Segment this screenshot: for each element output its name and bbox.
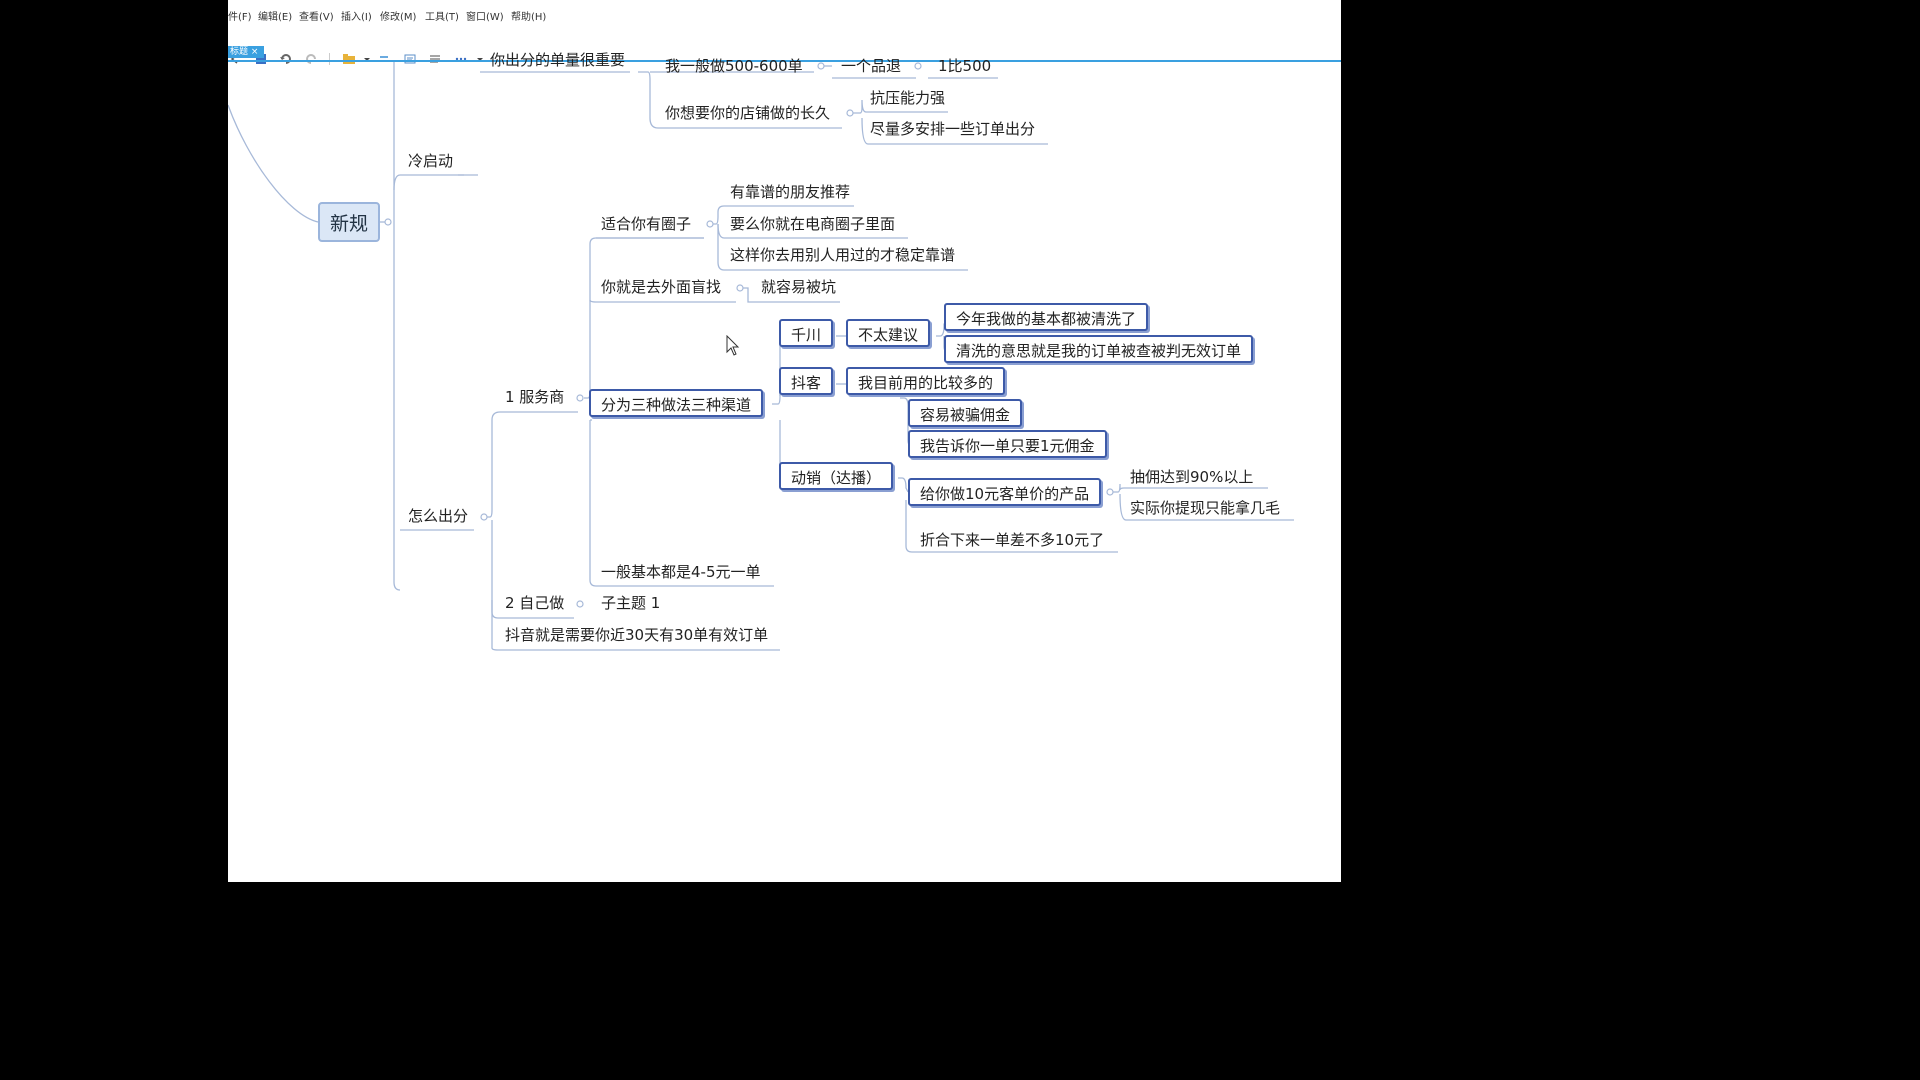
topic-commission-90[interactable]: 抽佣达到90%以上 bbox=[1130, 468, 1254, 486]
mouse-cursor-icon bbox=[726, 335, 740, 356]
menu-item[interactable]: 件(F) bbox=[228, 12, 252, 23]
topic-dongxiao[interactable]: 动销（达播） bbox=[779, 462, 894, 490]
topic-three-channels[interactable]: 分为三种做法三种渠道 bbox=[589, 389, 764, 417]
topic-qianchuan[interactable]: 千川 bbox=[779, 319, 834, 347]
topic-ratio[interactable]: 1比500 bbox=[938, 57, 992, 75]
redo-icon[interactable] bbox=[304, 52, 318, 66]
menu-item[interactable]: 查看(V) bbox=[299, 12, 334, 23]
menu-item[interactable]: 修改(M) bbox=[380, 12, 417, 23]
layout-icon[interactable] bbox=[428, 52, 442, 66]
topic-not-recommend[interactable]: 不太建议 bbox=[846, 319, 931, 347]
topic-actual-withdraw[interactable]: 实际你提现只能拿几毛 bbox=[1130, 499, 1281, 517]
topic-one-return[interactable]: 一个品退 bbox=[841, 57, 902, 75]
mindmap-connector-lines bbox=[228, 60, 1294, 651]
mindmap-app-window: 件(F)编辑(E)查看(V)插入(I)修改(M)工具(T)窗口(W)帮助(H) … bbox=[228, 0, 1341, 882]
topic-cheated-commission[interactable]: 容易被骗佣金 bbox=[908, 399, 1023, 427]
dropdown-icon[interactable] bbox=[473, 52, 487, 66]
topic-ten-yuan-product[interactable]: 给你做10元客单价的产品 bbox=[908, 478, 1102, 506]
menu-item[interactable]: 编辑(E) bbox=[258, 12, 293, 23]
topic-cold-start[interactable]: 冷启动 bbox=[408, 152, 454, 170]
topic-subtopic[interactable]: 子主题 1 bbox=[601, 594, 661, 612]
toolbar bbox=[228, 24, 1341, 65]
menu-bar: 件(F) 编辑(E) 查看(V) 插入(I) 修改(M) 工具(T) 窗口(W) 帮助(H) bbox=[228, 0, 1341, 23]
topic-cleaned-meaning[interactable]: 清洗的意思就是我的订单被查被判无效订单 bbox=[944, 335, 1254, 363]
menu-item[interactable]: 工具(T) bbox=[425, 12, 459, 23]
topic-long-term[interactable]: 你想要你的店铺做的长久 bbox=[665, 104, 831, 122]
dropdown-icon[interactable] bbox=[360, 52, 374, 66]
root-topic[interactable]: 新规 bbox=[318, 202, 380, 242]
topic-how-to-score[interactable]: 怎么出分 bbox=[408, 507, 469, 525]
undo-icon[interactable] bbox=[279, 52, 293, 66]
tab-mindmap[interactable]: 标题 × bbox=[228, 46, 265, 58]
more-icon[interactable] bbox=[454, 52, 468, 66]
menu-item[interactable]: 帮助(H) bbox=[511, 12, 547, 23]
topic-easy-cheated[interactable]: 就容易被坑 bbox=[761, 278, 837, 296]
topic-circle-child[interactable]: 有靠谱的朋友推荐 bbox=[730, 183, 851, 201]
topic-douyin-requirement[interactable]: 抖音就是需要你近30天有30单有效订单 bbox=[505, 626, 769, 644]
topic-service-provider[interactable]: 1 服务商 bbox=[505, 388, 565, 406]
topic-douke[interactable]: 抖客 bbox=[779, 367, 834, 395]
tab-bar: 标题 × bbox=[228, 46, 1341, 62]
menu-item[interactable]: 插入(I) bbox=[341, 12, 372, 23]
menu-item[interactable]: 窗口(W) bbox=[466, 12, 504, 23]
topic-circle-child[interactable]: 要么你就在电商圈子里面 bbox=[730, 215, 896, 233]
topic-orders[interactable]: 我一般做500-600单 bbox=[665, 57, 803, 75]
topic-pressure[interactable]: 抗压能力强 bbox=[870, 89, 946, 107]
topic-circle-child[interactable]: 这样你去用别人用过的才稳定靠谱 bbox=[730, 246, 956, 264]
topic-almost-ten[interactable]: 折合下来一单差不多10元了 bbox=[920, 531, 1105, 549]
topic-self-do[interactable]: 2 自己做 bbox=[505, 594, 565, 612]
topic-order-volume-cut[interactable]: 你出分的单量很重要 bbox=[490, 51, 626, 69]
topic-one-yuan[interactable]: 我告诉你一单只要1元佣金 bbox=[908, 430, 1107, 458]
topic-douke-usage[interactable]: 我目前用的比较多的 bbox=[846, 367, 1006, 395]
topic-circle[interactable]: 适合你有圈子 bbox=[601, 215, 692, 233]
topic-arrange[interactable]: 尽量多安排一些订单出分 bbox=[870, 120, 1036, 138]
topic-blind-search[interactable]: 你就是去外面盲找 bbox=[601, 278, 722, 296]
topic-cleaned[interactable]: 今年我做的基本都被清洗了 bbox=[944, 303, 1149, 331]
topic-general-price[interactable]: 一般基本都是4-5元一单 bbox=[601, 563, 761, 581]
